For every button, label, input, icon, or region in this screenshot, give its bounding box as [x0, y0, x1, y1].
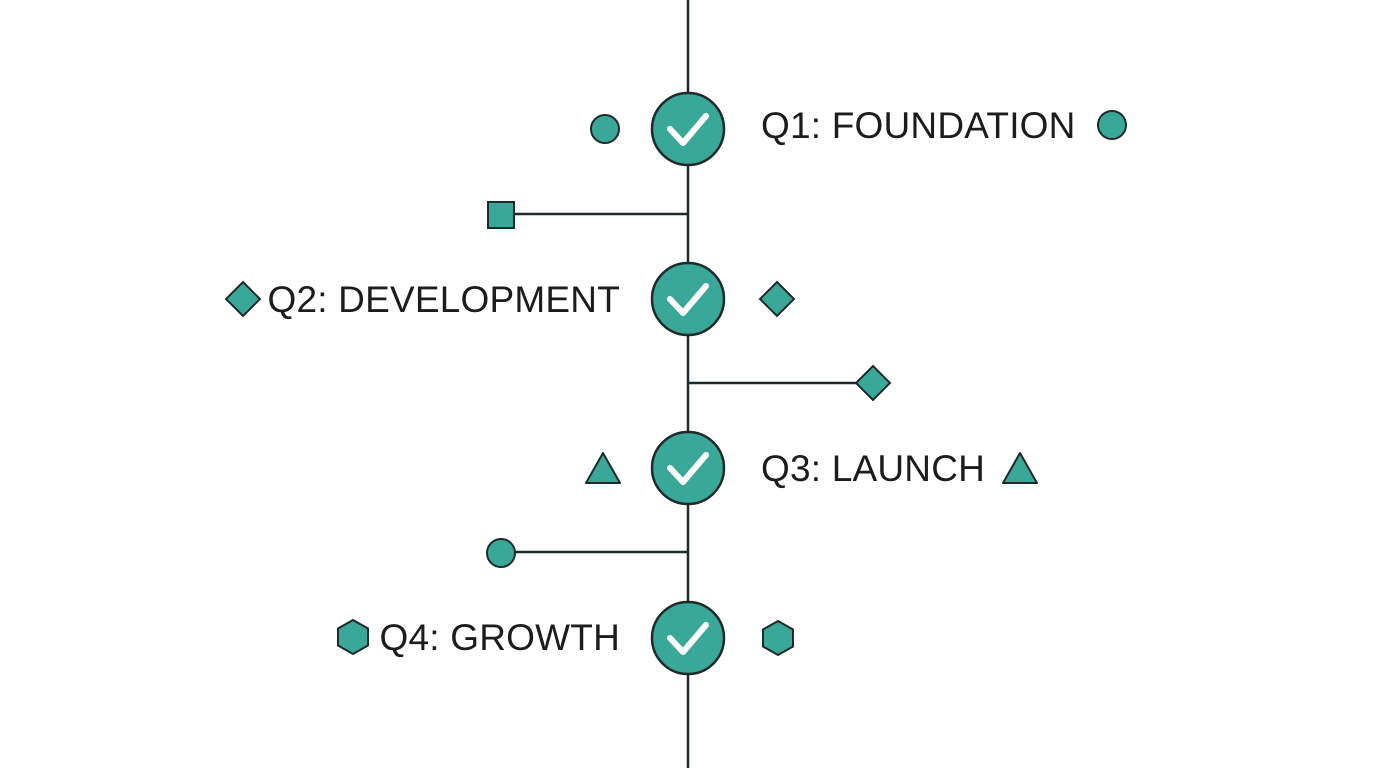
milestone-node — [650, 91, 726, 167]
check-icon — [667, 283, 709, 316]
check-icon — [667, 452, 709, 485]
diamond-marker — [854, 364, 892, 402]
check-icon — [667, 622, 709, 655]
connector-1 — [487, 201, 688, 229]
milestone-node — [650, 430, 726, 506]
milestone-label-q3: Q3: LAUNCH — [761, 448, 986, 489]
hexagon-marker — [337, 618, 369, 656]
circle-marker — [1097, 110, 1127, 140]
milestone-label-q2: Q2: DEVELOPMENT — [267, 279, 620, 320]
triangle-marker — [585, 452, 621, 484]
milestone-3 — [585, 430, 1038, 506]
milestone-2 — [224, 261, 796, 337]
triangle-marker — [1002, 452, 1038, 484]
milestone-node — [650, 600, 726, 676]
diamond-marker — [224, 280, 262, 318]
circle-marker — [590, 114, 620, 144]
circle-marker — [486, 538, 516, 568]
milestone-node — [650, 261, 726, 337]
square-marker — [487, 201, 515, 229]
check-icon — [667, 113, 709, 146]
hexagon-marker — [762, 619, 794, 657]
milestone-label-q4: Q4: GROWTH — [379, 617, 620, 658]
milestone-label-q1: Q1: FOUNDATION — [761, 105, 1076, 146]
milestone-4 — [337, 600, 794, 676]
connector-2 — [688, 364, 892, 402]
milestone-1 — [590, 91, 1127, 167]
connector-3 — [486, 538, 688, 568]
diamond-marker — [758, 280, 796, 318]
